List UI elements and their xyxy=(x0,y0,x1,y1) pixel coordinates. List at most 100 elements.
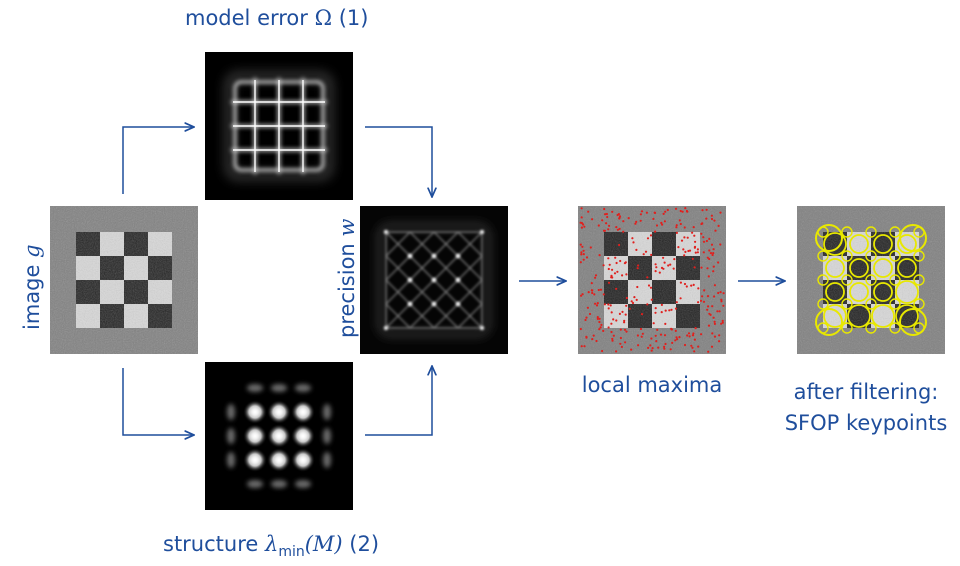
maximum-dot xyxy=(603,207,606,211)
maximum-dot xyxy=(622,230,625,233)
maximum-dot xyxy=(619,342,622,345)
maximum-dot xyxy=(705,217,708,220)
local-maxima-image xyxy=(578,206,726,354)
maximum-dot xyxy=(597,288,600,292)
maximum-dot xyxy=(628,307,631,310)
maximum-dot xyxy=(714,229,717,232)
maximum-dot xyxy=(663,334,667,337)
maximum-dot xyxy=(688,249,692,252)
maximum-dot xyxy=(611,210,614,213)
maximum-dot xyxy=(639,213,642,216)
maximum-dot xyxy=(705,239,708,243)
maximum-dot xyxy=(719,211,722,214)
maximum-dot xyxy=(680,239,684,242)
maximum-dot xyxy=(711,332,714,335)
maximum-dot xyxy=(583,225,586,228)
maximum-dot xyxy=(701,209,704,212)
keypoint-circle xyxy=(889,250,901,262)
maximum-dot xyxy=(604,213,607,216)
maximum-dot xyxy=(593,293,596,296)
maximum-dot xyxy=(694,251,697,254)
maximum-dot xyxy=(712,252,715,255)
maximum-dot xyxy=(722,292,725,295)
maximum-dot xyxy=(675,231,678,234)
maximum-dot xyxy=(711,253,714,257)
maximum-dot xyxy=(625,330,628,333)
maximum-dot xyxy=(601,349,604,353)
maximum-dot xyxy=(615,350,618,353)
maximum-dot xyxy=(697,287,700,290)
maximum-dot xyxy=(712,248,715,251)
maximum-dot xyxy=(697,301,700,304)
keypoint-circle xyxy=(897,258,917,278)
maximum-dot xyxy=(707,305,710,308)
keypoint-circle xyxy=(817,250,829,262)
keypoint-circle xyxy=(873,282,893,302)
maximum-dot xyxy=(707,324,711,327)
maximum-dot xyxy=(591,291,594,295)
maximum-dot xyxy=(702,300,706,303)
maximum-dot xyxy=(662,267,665,270)
keypoint-circle xyxy=(873,258,893,278)
maximum-dot xyxy=(681,210,684,213)
maximum-dot xyxy=(654,270,657,273)
maximum-dot xyxy=(631,301,635,305)
maximum-dot xyxy=(580,207,583,210)
maximum-dot xyxy=(679,222,682,226)
maximum-dot xyxy=(607,257,610,260)
maximum-dot xyxy=(590,289,593,292)
maximum-dot xyxy=(608,224,611,227)
maximum-dot xyxy=(686,334,689,337)
sfop-keypoints-image xyxy=(797,206,945,354)
maximum-dot xyxy=(630,348,633,351)
maximum-dot xyxy=(607,307,610,310)
maximum-dot xyxy=(636,267,639,270)
maximum-dot xyxy=(590,282,593,285)
maximum-dot xyxy=(693,266,696,269)
maximum-dot xyxy=(599,326,602,329)
maximum-dot xyxy=(607,303,610,306)
maximum-dot xyxy=(611,337,614,340)
maximum-dot xyxy=(708,237,711,240)
keypoint-circle xyxy=(841,274,853,286)
maximum-dot xyxy=(587,210,590,213)
maximum-dot xyxy=(611,268,614,271)
maximum-dot xyxy=(618,312,621,315)
maximum-dot xyxy=(614,256,617,259)
maximum-dot xyxy=(684,250,687,253)
maximum-dot xyxy=(650,298,653,301)
maximum-dot xyxy=(675,301,678,304)
maximum-dot xyxy=(712,270,715,273)
maximum-dot xyxy=(683,343,687,347)
maximum-dot xyxy=(691,346,694,349)
maximum-dot xyxy=(649,344,652,347)
maximum-dot xyxy=(640,313,644,316)
arrow-image-to-structure xyxy=(122,368,194,435)
maximum-dot xyxy=(710,214,713,217)
maximum-dot xyxy=(625,273,628,276)
maximum-dot xyxy=(670,308,673,311)
maximum-dot xyxy=(682,248,685,251)
maximum-dot xyxy=(668,309,671,312)
maximum-dot xyxy=(666,208,669,212)
maximum-dot xyxy=(585,316,588,319)
maximum-dot xyxy=(713,320,716,323)
maximum-dot xyxy=(621,310,624,313)
maximum-dot xyxy=(582,249,585,252)
maximum-dot xyxy=(602,229,606,232)
maximum-dot xyxy=(706,308,709,311)
maximum-dot xyxy=(675,336,678,339)
maximum-dot xyxy=(589,246,592,249)
maximum-dot xyxy=(579,327,582,331)
keypoint-circle xyxy=(823,304,847,328)
maximum-dot xyxy=(693,350,696,353)
maximum-dot xyxy=(662,212,665,215)
maximum-dot xyxy=(709,313,712,316)
maximum-dot xyxy=(580,251,583,254)
maximum-dot xyxy=(696,248,699,251)
arrow-structure-to-precision xyxy=(365,366,432,436)
maximum-dot xyxy=(637,344,640,347)
maximum-dot xyxy=(621,274,624,277)
maximum-dot xyxy=(607,281,611,284)
